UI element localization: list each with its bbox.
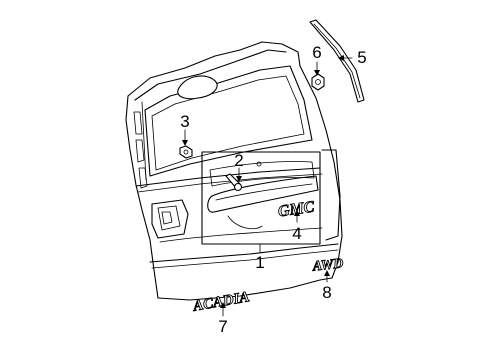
callout-7: 7 [218, 317, 227, 336]
callout-3: 3 [180, 112, 189, 131]
callout-5: 5 [357, 48, 366, 67]
clip-part-3 [179, 145, 193, 159]
acadia-emblem-text: ACADIA [191, 289, 251, 315]
nut-part-6 [311, 73, 325, 91]
acadia-emblem: ACADIA [191, 289, 252, 316]
callout-8: 8 [322, 283, 331, 302]
callout-1: 1 [255, 253, 264, 272]
liftgate-panel [125, 41, 343, 301]
gmc-emblem: GMC [277, 198, 317, 221]
leader-lines [182, 55, 353, 317]
gmc-emblem-text: GMC [277, 198, 316, 220]
awd-emblem-text: AWD [311, 256, 344, 274]
callout-4: 4 [292, 224, 301, 243]
callout-2: 2 [234, 151, 243, 170]
awd-emblem: AWD [311, 256, 345, 275]
callout-6: 6 [312, 43, 321, 62]
garnish-detail-box [201, 151, 321, 245]
